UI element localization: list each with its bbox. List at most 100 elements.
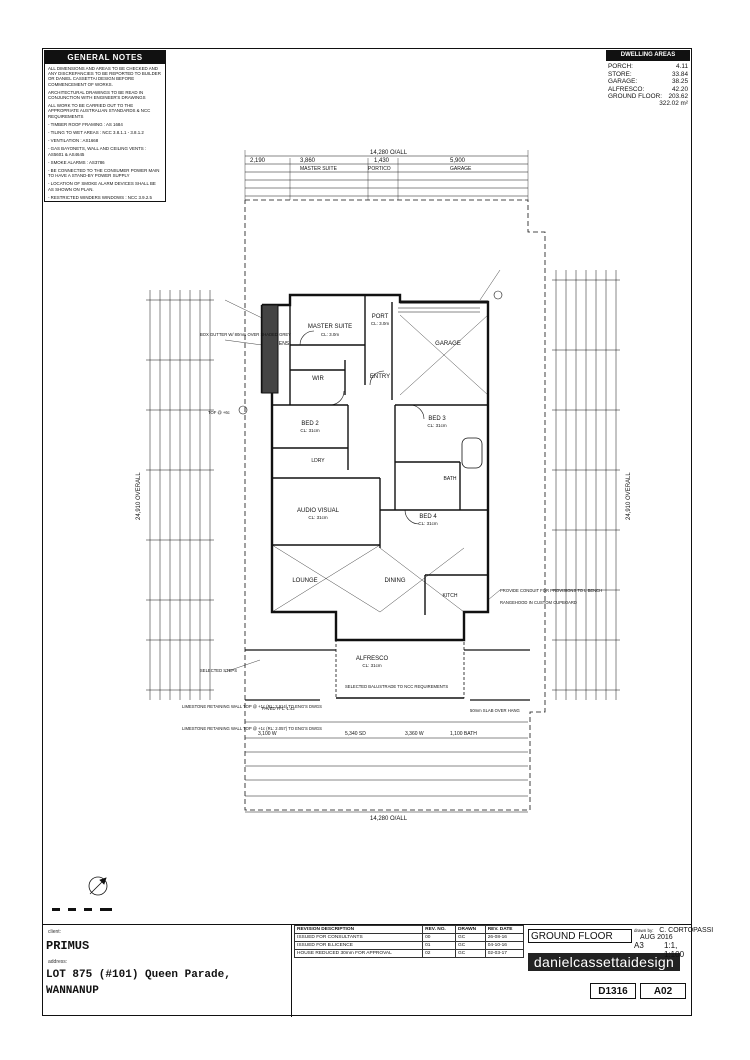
top-dim-4: 5,900 <box>450 158 466 164</box>
revision-header-cell: DRAWN <box>455 925 486 934</box>
north-arrow-icon <box>88 876 108 896</box>
room-port-ceiling: CL: 3.0m <box>371 321 390 326</box>
revision-header-cell: REV. NO. <box>422 925 457 934</box>
address-label: address: <box>48 959 68 965</box>
room-ldry: LDRY <box>311 458 325 464</box>
room-bath: BATH <box>444 476 457 482</box>
area-label: GARAGE: <box>608 78 638 86</box>
drawing-border <box>42 48 692 1016</box>
area-value: 4.11 <box>676 63 688 71</box>
revision-cell: ISSUED FOR CONSULTANTS <box>293 933 424 942</box>
note-selected-steps: SELECTED STEPS <box>200 668 237 673</box>
note-slab-overhang: 50mm SLAB OVER HANG <box>470 708 520 713</box>
note-rangehood: RANGEHOOD IN CUSTOM CUPBOARD <box>500 600 577 605</box>
bottom-dim-4: 1,100 BATH <box>450 731 477 737</box>
area-label: GROUND FLOOR: <box>608 93 662 101</box>
room-bed-4: BED 4 <box>419 514 437 520</box>
revision-cell: 04-10-16 <box>484 941 525 950</box>
general-note-item: - RESTRICTED WINDERS WINDOWS : NCC 3.9.2… <box>48 194 152 200</box>
room-bed-2: BED 2 <box>301 421 319 427</box>
room-kitch: KITCH <box>443 593 458 599</box>
revision-cell: 01 <box>422 941 457 950</box>
area-row: PORCH: 4.11 <box>606 63 690 70</box>
top-label-1: MASTER SUITE <box>300 166 338 172</box>
drawn-by-section: drawn by: C. CORTOPASSI AUG 2016 <box>634 927 734 941</box>
area-row: GROUND FLOOR: 203.62 <box>606 93 690 100</box>
general-note-item: ALL DIMENSIONS AND AREAS TO BE CHECKED A… <box>48 66 161 87</box>
area-row: STORE:33.84 <box>606 71 690 78</box>
room-bed-3-ceiling: CL: 31cm <box>427 423 447 428</box>
revision-header-cell: REV. DATE <box>484 925 525 934</box>
overall-right-dimension: 24,910 OVERALL <box>626 472 632 520</box>
drawing-number: A02 <box>640 983 686 999</box>
revision-cell: GC <box>455 941 486 950</box>
drawn-by-value: C. CORTOPASSI <box>659 927 714 934</box>
general-note-item: ALL WORK TO BE CARRIED OUT TO THE APPROP… <box>48 103 151 119</box>
area-row: ALFRESCO:42.20 <box>606 86 690 93</box>
note-balustrade: SELECTED BALUSTRADE TO NCC REQUIREMENTS <box>345 684 448 689</box>
general-note-item: - BE CONNECTED TO THE CONSUMER POWER MAI… <box>48 168 160 179</box>
drawing-date: AUG 2016 <box>640 934 673 941</box>
note-tof: TOF @ +6c <box>208 410 230 415</box>
room-alfresco-ceiling: CL: 31cm <box>362 663 382 668</box>
room-audio-visual-ceiling: CL: 31cm <box>308 515 328 520</box>
scale-bar <box>52 908 112 911</box>
drawing-scale: 1:1, 1:100 <box>664 941 685 959</box>
area-value: 38.25 <box>672 78 688 86</box>
general-note-item: - TILING TO WET AREAS : NCC 3.8.1.1 - 3.… <box>48 130 144 136</box>
general-note-item: - LOCATION OF SMOKE ALARM DEVICES SHALL … <box>48 181 156 192</box>
room-entry: ENTRY <box>370 374 390 380</box>
room-alfresco: ALFRESCO <box>356 656 389 662</box>
general-note-item: - SMOKE ALARMS : AS3786 <box>48 159 105 165</box>
general-note-item: - GAS BAYONETS, WALL AND CEILING VENTS :… <box>48 146 147 157</box>
room-master-suite: MASTER SUITE <box>308 324 352 330</box>
revision-header-cell: REVISION DESCRIPTION <box>293 925 424 934</box>
room-port: PORT <box>372 314 389 320</box>
top-dim-3: 1,430 <box>374 158 390 164</box>
revision-cell: 00 <box>422 933 457 942</box>
room-master-suite-ceiling: CL: 3.0m <box>321 332 340 337</box>
top-label-2: PORTICO <box>368 166 391 172</box>
dwelling-areas-title: DWELLING AREAS <box>606 50 690 62</box>
job-number: D1316 <box>590 983 636 999</box>
room-ens: ENS <box>279 341 290 347</box>
revision-cell: 02-03-17 <box>484 949 525 958</box>
general-note-item: - TIMBER ROOF FRAMING : AS 1684 <box>48 121 123 127</box>
drawn-by-label: drawn by: <box>634 928 654 933</box>
room-garage: GARAGE <box>435 341 461 347</box>
area-value: 33.84 <box>672 70 688 78</box>
area-label: PORCH: <box>608 63 633 71</box>
room-wir: WIR <box>312 376 324 382</box>
general-notes-panel: GENERAL NOTES ALL DIMENSIONS AND AREAS T… <box>44 50 166 202</box>
top-label-3: GARAGE <box>450 166 472 172</box>
revision-cell: HOUSE REDUCED 30mm FOR APPROVAL <box>293 949 424 958</box>
revision-cell: ISSUED FOR B.LICENCE <box>293 941 424 950</box>
note-paved-ffl: PAVED FFL: 1.42 <box>262 706 295 711</box>
general-notes-list: ALL DIMENSIONS AND AREAS TO BE CHECKED A… <box>45 64 165 205</box>
drawing-title: GROUND FLOOR <box>528 929 632 943</box>
revision-cell: GC <box>455 933 486 942</box>
address-line-2: WANNANUP <box>46 985 99 997</box>
bottom-dim-2: 5,340 SD <box>345 731 366 737</box>
area-value: 42.20 <box>672 85 688 93</box>
room-bed-4-ceiling: CL: 31cm <box>418 521 438 526</box>
revision-cell: 02 <box>422 949 457 958</box>
area-row: GARAGE: 38.25 <box>606 78 690 85</box>
overall-top-dimension: 14,280 O/ALL <box>370 150 408 156</box>
note-retaining-wall-1: LIMESTONE RETAINING WALL TOP @ +1c (RL: … <box>182 704 322 709</box>
address-line-1: LOT 875 (#101) Queen Parade, <box>46 969 231 981</box>
client-label: client: <box>48 929 62 935</box>
sheet-size: A3 <box>634 941 644 950</box>
top-dim-2: 3,860 <box>300 158 316 164</box>
general-notes-title: GENERAL NOTES <box>45 51 165 64</box>
area-value: 203.62 <box>668 93 688 101</box>
room-bed-2-ceiling: CL: 31cm <box>300 428 320 433</box>
bottom-dim-3: 3,360 W <box>405 731 424 737</box>
room-bed-3: BED 3 <box>428 416 446 422</box>
bottom-dim-1: 3,100 W <box>258 731 277 737</box>
